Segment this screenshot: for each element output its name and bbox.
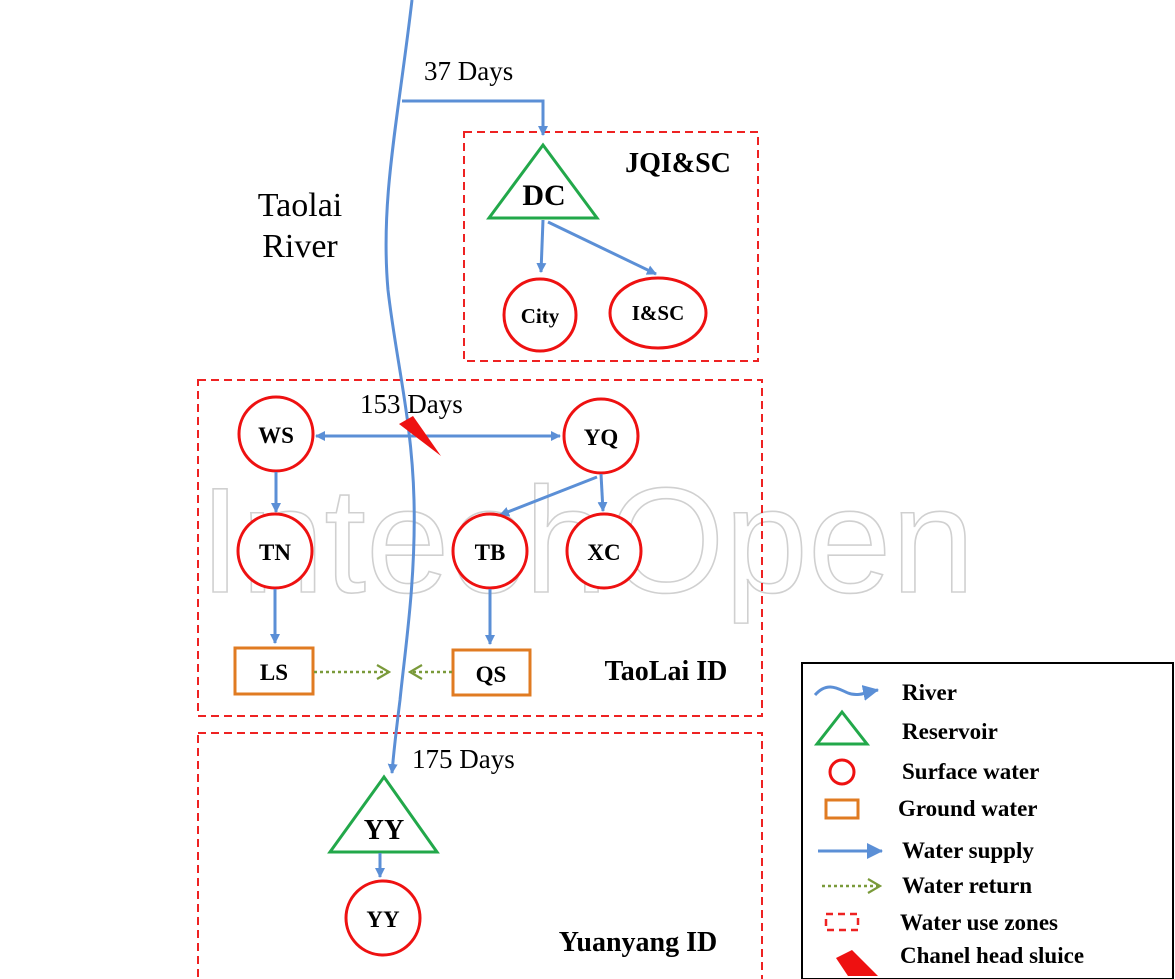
- supply-dc-to-isc: [547, 220, 657, 276]
- zone-yuanyang-label: Yuanyang ID: [559, 927, 717, 958]
- intake-yuanyang-days: 175 Days: [412, 744, 515, 774]
- legend-ground-icon: [824, 798, 860, 820]
- zone-yuanyang-box: [197, 732, 763, 979]
- legend-supply-label: Water supply: [902, 838, 1034, 863]
- legend-return-label: Water return: [902, 873, 1032, 898]
- reservoir-yy: [327, 774, 440, 854]
- supply-yq-to-tb: [499, 475, 598, 517]
- legend-sluice-icon: [836, 950, 878, 976]
- zone-jqi-label: JQI&SC: [625, 148, 731, 179]
- node-yq-label: YQ: [584, 425, 619, 450]
- ground-qs: [451, 648, 532, 697]
- legend-surface-label: Surface water: [902, 759, 1039, 784]
- river-name-line2: River: [262, 228, 338, 265]
- legend-box: [801, 662, 1174, 979]
- legend-sluice-label: Chanel head sluice: [900, 943, 1084, 968]
- ground-ls: [233, 646, 315, 696]
- supply-dc-to-city: [536, 219, 547, 273]
- intake-jqi-days: 37 Days: [424, 56, 513, 86]
- node-ws-label: WS: [258, 423, 294, 448]
- surface-city: [502, 277, 578, 353]
- zone-taolai-box: [197, 379, 763, 717]
- legend-zone-label: Water use zones: [900, 910, 1058, 935]
- node-yy-surface-label: YY: [366, 907, 400, 932]
- legend-zone-icon: [824, 912, 860, 932]
- node-tn-label: TN: [259, 540, 291, 565]
- node-xc-label: XC: [587, 540, 620, 565]
- node-yy-reservoir-label: YY: [364, 815, 404, 846]
- node-city-label: City: [521, 304, 560, 328]
- surface-yq: [562, 397, 640, 475]
- zone-jqi-box: [463, 131, 759, 362]
- taolai-river: [384, 0, 416, 774]
- legend-reservoir-icon: [813, 709, 871, 746]
- surface-ws: [237, 395, 315, 473]
- surface-tn: [236, 512, 314, 590]
- surface-isc: [608, 276, 708, 350]
- node-tb-label: TB: [475, 540, 506, 565]
- surface-yy: [344, 879, 422, 957]
- node-qs-label: QS: [476, 662, 507, 687]
- legend-river-icon: [813, 685, 879, 701]
- supply-river-to-dc: [402, 99, 548, 136]
- legend-river-label: River: [902, 680, 957, 705]
- node-ls-label: LS: [260, 660, 288, 685]
- river-name-line1: Taolai: [258, 187, 342, 224]
- reservoir-dc: [486, 142, 600, 220]
- channel-head-sluice: [399, 416, 441, 456]
- legend: River Reservoir Surface water Ground wat…: [801, 662, 1174, 979]
- node-isc-label: I&SC: [632, 301, 685, 325]
- legend-reservoir-label: Reservoir: [902, 719, 998, 744]
- zone-taolai-label: TaoLai ID: [605, 656, 728, 687]
- intake-taolai-days: 153 Days: [360, 389, 463, 419]
- legend-surface-icon: [828, 758, 856, 786]
- surface-tb: [451, 512, 529, 590]
- legend-ground-label: Ground water: [898, 796, 1038, 821]
- supply-yq-to-xc: [597, 473, 608, 512]
- surface-xc: [565, 512, 643, 590]
- node-dc-label: DC: [522, 179, 565, 212]
